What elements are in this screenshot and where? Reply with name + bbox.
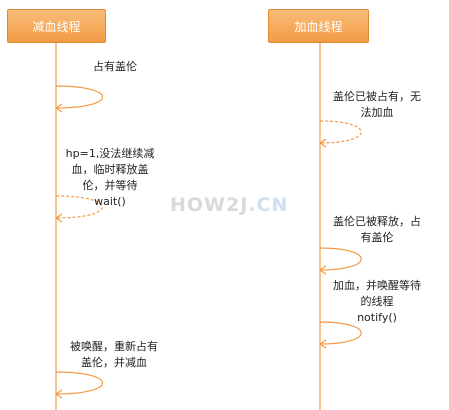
right-self-arrow-3-head xyxy=(318,339,327,349)
left-note-3-line-1: 被唤醒，重新占有 xyxy=(70,340,158,353)
left-note-3: 被唤醒，重新占有 盖伦，并减血 xyxy=(54,339,174,371)
right-note-1: 盖伦已被占有，无 法加血 xyxy=(318,89,436,121)
left-self-arrow-2 xyxy=(55,195,103,219)
left-self-arrow-1-head xyxy=(54,103,63,113)
left-self-arrow-1 xyxy=(55,85,103,109)
left-note-2-line-4: wait() xyxy=(94,195,126,208)
right-note-3-line-2: 的线程 xyxy=(360,295,394,308)
left-self-arrow-3 xyxy=(55,371,103,395)
left-self-arrow-3-head xyxy=(54,389,63,399)
left-note-2-line-1: hp=1,没法继续减 xyxy=(65,147,155,160)
left-note-1-line: 占有盖伦 xyxy=(93,60,137,73)
right-self-arrow-1 xyxy=(319,120,362,144)
right-note-3: 加血，并唤醒等待 的线程 notify() xyxy=(318,278,436,326)
left-note-1: 占有盖伦 xyxy=(70,59,160,75)
right-note-2-line-2: 有盖伦 xyxy=(360,231,394,244)
left-note-2-line-3: 伦，并等待 xyxy=(82,179,138,192)
right-note-2-line-1: 盖伦已被释放，占 xyxy=(333,215,421,228)
right-self-arrow-1-head xyxy=(318,138,327,148)
right-self-arrow-2 xyxy=(319,247,362,271)
watermark-main: HOW2J xyxy=(170,194,249,216)
right-note-1-line-2: 法加血 xyxy=(360,106,394,119)
right-lifeline-header: 加血线程 xyxy=(268,9,369,43)
watermark-domain: .CN xyxy=(248,194,289,216)
right-note-3-line-1: 加血，并唤醒等待 xyxy=(333,279,421,292)
left-self-arrow-2-head xyxy=(54,213,63,223)
right-note-3-line-3: notify() xyxy=(357,311,397,324)
right-note-1-line-1: 盖伦已被占有，无 xyxy=(333,90,421,103)
left-note-2-line-2: 血，临时释放盖 xyxy=(71,163,149,176)
right-note-2: 盖伦已被释放，占 有盖伦 xyxy=(318,214,436,246)
left-note-2: hp=1,没法继续减 血，临时释放盖 伦，并等待 wait() xyxy=(50,146,170,210)
left-note-3-line-2: 盖伦，并减血 xyxy=(81,356,147,369)
left-lifeline-header: 减血线程 xyxy=(7,9,106,43)
watermark: HOW2J.CN xyxy=(170,194,288,216)
right-self-arrow-2-head xyxy=(318,265,327,275)
right-self-arrow-3 xyxy=(319,321,362,345)
